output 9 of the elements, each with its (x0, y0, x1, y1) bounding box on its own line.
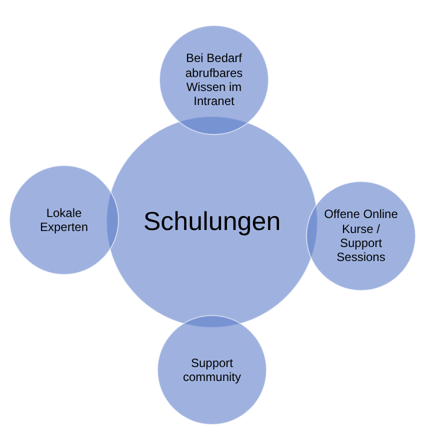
circle-label: Offene Online Kurse / Support Sessions (323, 207, 399, 265)
circle-label: Schulungen (143, 206, 281, 238)
circle-label: Support community (182, 356, 242, 384)
topic-circle (159, 25, 269, 135)
circle-label: Bei Bedarf abrufbares Wissen im Intranet (184, 51, 244, 109)
topic-circle (306, 181, 416, 291)
circle-label: Lokale Experten (38, 206, 90, 234)
topic-circle (157, 315, 267, 425)
topic-circle (9, 165, 119, 275)
